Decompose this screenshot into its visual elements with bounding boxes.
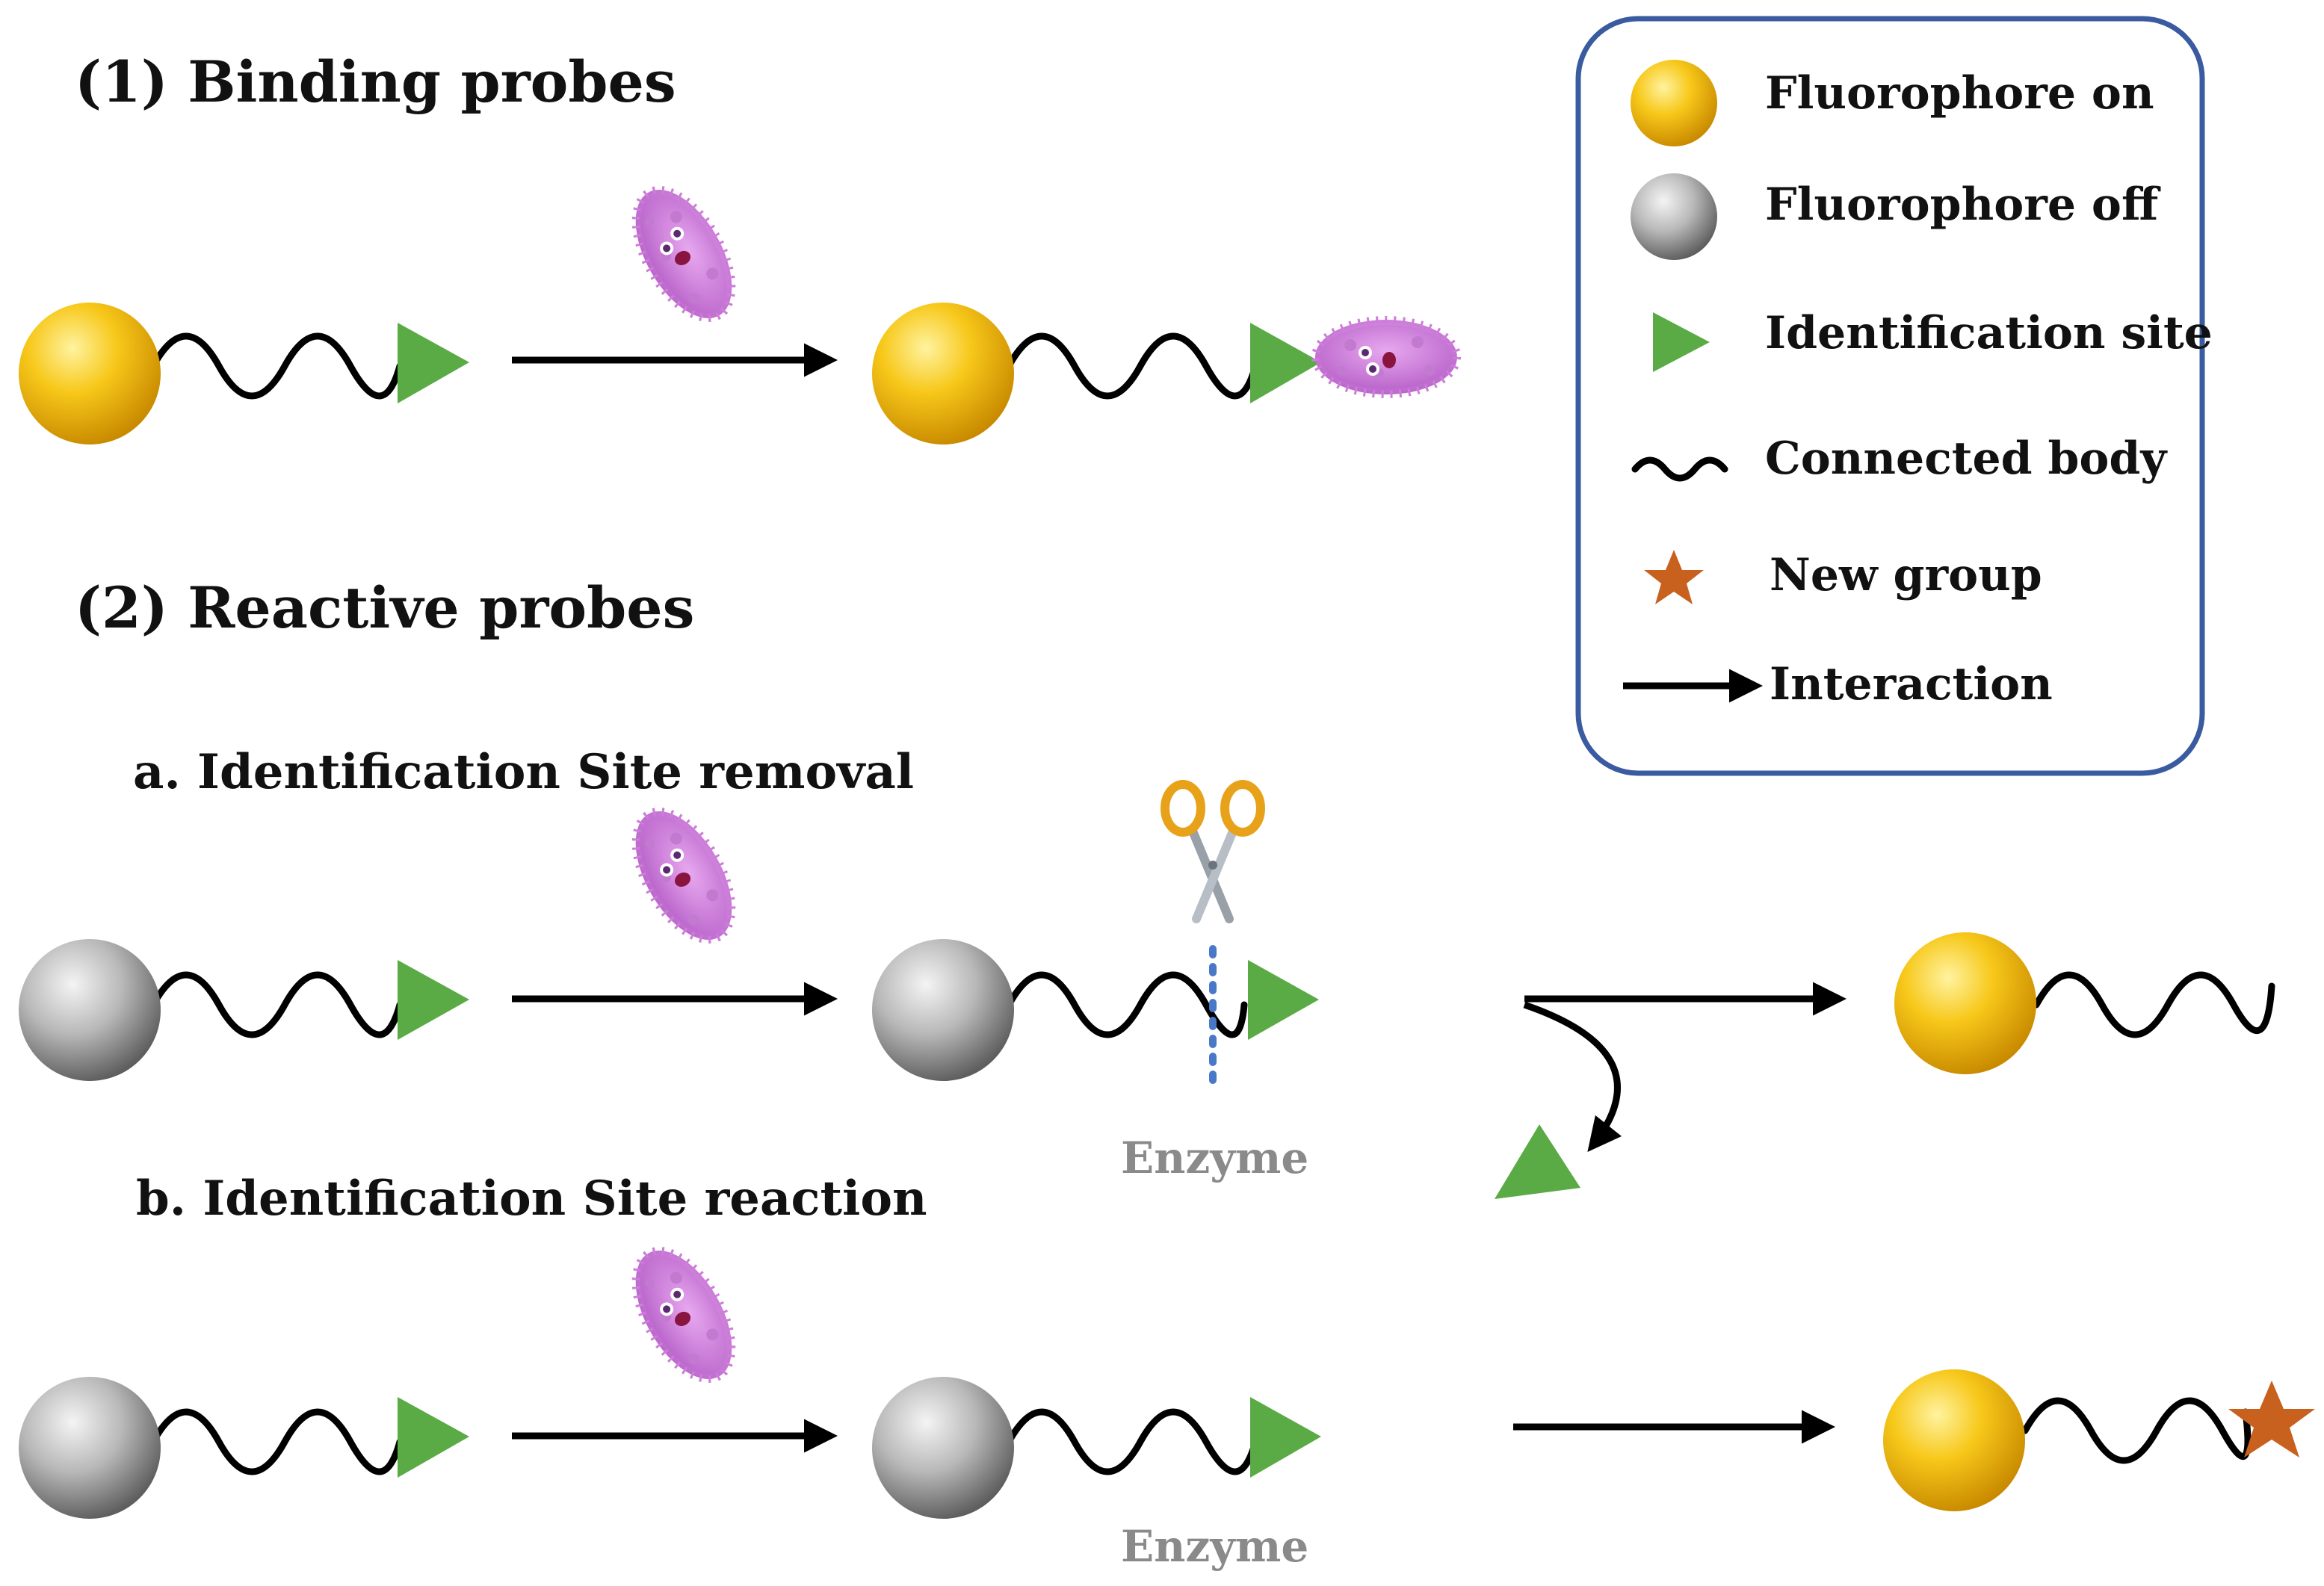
reactive-probe-b-before xyxy=(19,1377,469,1519)
identification-site-icon xyxy=(398,323,469,403)
legend-label: Connected body xyxy=(1765,433,2168,485)
identification-site-icon xyxy=(398,960,469,1040)
bound-bacterium-icon xyxy=(1315,320,1457,394)
star-icon xyxy=(1644,550,1704,604)
identification-site-icon xyxy=(398,1397,469,1478)
reactive-probe-a-before xyxy=(19,939,469,1081)
reactive-probe-a-after xyxy=(1894,932,2275,1074)
legend-item-connected-body: Connected body xyxy=(1631,433,2168,485)
bacterium-icon xyxy=(616,1235,752,1396)
legend-label: Interaction xyxy=(1770,658,2053,710)
reactive-probes-title: (2) Reactive probes xyxy=(75,574,694,641)
legend-item-interaction: Interaction xyxy=(1623,658,2053,710)
identification-site-icon xyxy=(1250,323,1321,403)
legend-label: Identification site xyxy=(1765,307,2213,359)
wave-icon xyxy=(1631,456,1728,482)
identification-site-icon xyxy=(1653,312,1710,372)
fluorophore-on-icon xyxy=(1883,1369,2025,1511)
connected-body-wave xyxy=(2021,1397,2252,1464)
fluorophore-off-icon xyxy=(19,1377,161,1519)
binding-probe-before xyxy=(19,303,469,444)
connected-body-wave xyxy=(149,1408,404,1475)
connected-body-wave xyxy=(149,971,404,1038)
legend-item-new-group: New group xyxy=(1644,549,2042,604)
legend-item-fluorophore-on: Fluorophore on xyxy=(1631,60,2154,146)
reactive-probe-a-middle xyxy=(872,780,1319,1085)
identification-site-icon xyxy=(1248,960,1319,1040)
reactive-probe-b-after xyxy=(1883,1369,2315,1511)
legend-label: New group xyxy=(1770,549,2042,601)
split-interaction xyxy=(1495,982,1846,1199)
binding-probe-after xyxy=(872,303,1457,444)
fluorophore-on-icon xyxy=(872,303,1014,444)
identification-site-icon xyxy=(1250,1397,1321,1478)
legend-box xyxy=(1575,16,2205,776)
fluorophore-off-icon xyxy=(1631,173,1717,260)
fluorophore-off-icon xyxy=(872,939,1014,1081)
legend-item-fluorophore-off: Fluorophore off xyxy=(1631,173,2161,260)
new-group-star-icon xyxy=(2228,1381,2315,1458)
released-identification-site-icon xyxy=(1495,1124,1580,1199)
release-curved-arrow xyxy=(1523,1001,1622,1153)
connected-body-wave xyxy=(1005,1408,1259,1475)
legend-item-identification-site: Identification site xyxy=(1653,307,2213,372)
fluorophore-on-icon xyxy=(1631,60,1717,146)
connected-body-wave xyxy=(2033,971,2275,1038)
enzyme-label: Enzyme xyxy=(1121,1133,1308,1183)
fluorophore-off-icon xyxy=(872,1377,1014,1519)
bacterium-icon xyxy=(616,796,752,956)
scissors-icon xyxy=(1161,780,1265,923)
fluorophore-on-icon xyxy=(1894,932,2036,1074)
connected-body-wave xyxy=(1005,971,1248,1038)
legend-label: Fluorophore off xyxy=(1765,179,2161,231)
connected-body-wave xyxy=(1005,332,1259,400)
legend-label: Fluorophore on xyxy=(1765,67,2154,120)
subsection-a-title: a. Identification Site removal xyxy=(133,744,914,800)
connected-body-wave xyxy=(149,332,404,400)
binding-probes-title: (1) Binding probes xyxy=(75,49,676,115)
fluorophore-on-icon xyxy=(19,303,161,444)
bacterium-icon xyxy=(616,174,752,335)
reactive-probe-b-middle xyxy=(872,1377,1321,1519)
enzyme-label: Enzyme xyxy=(1121,1521,1308,1572)
subsection-b-title: b. Identification Site reaction xyxy=(136,1171,927,1227)
fluorophore-off-icon xyxy=(19,939,161,1081)
